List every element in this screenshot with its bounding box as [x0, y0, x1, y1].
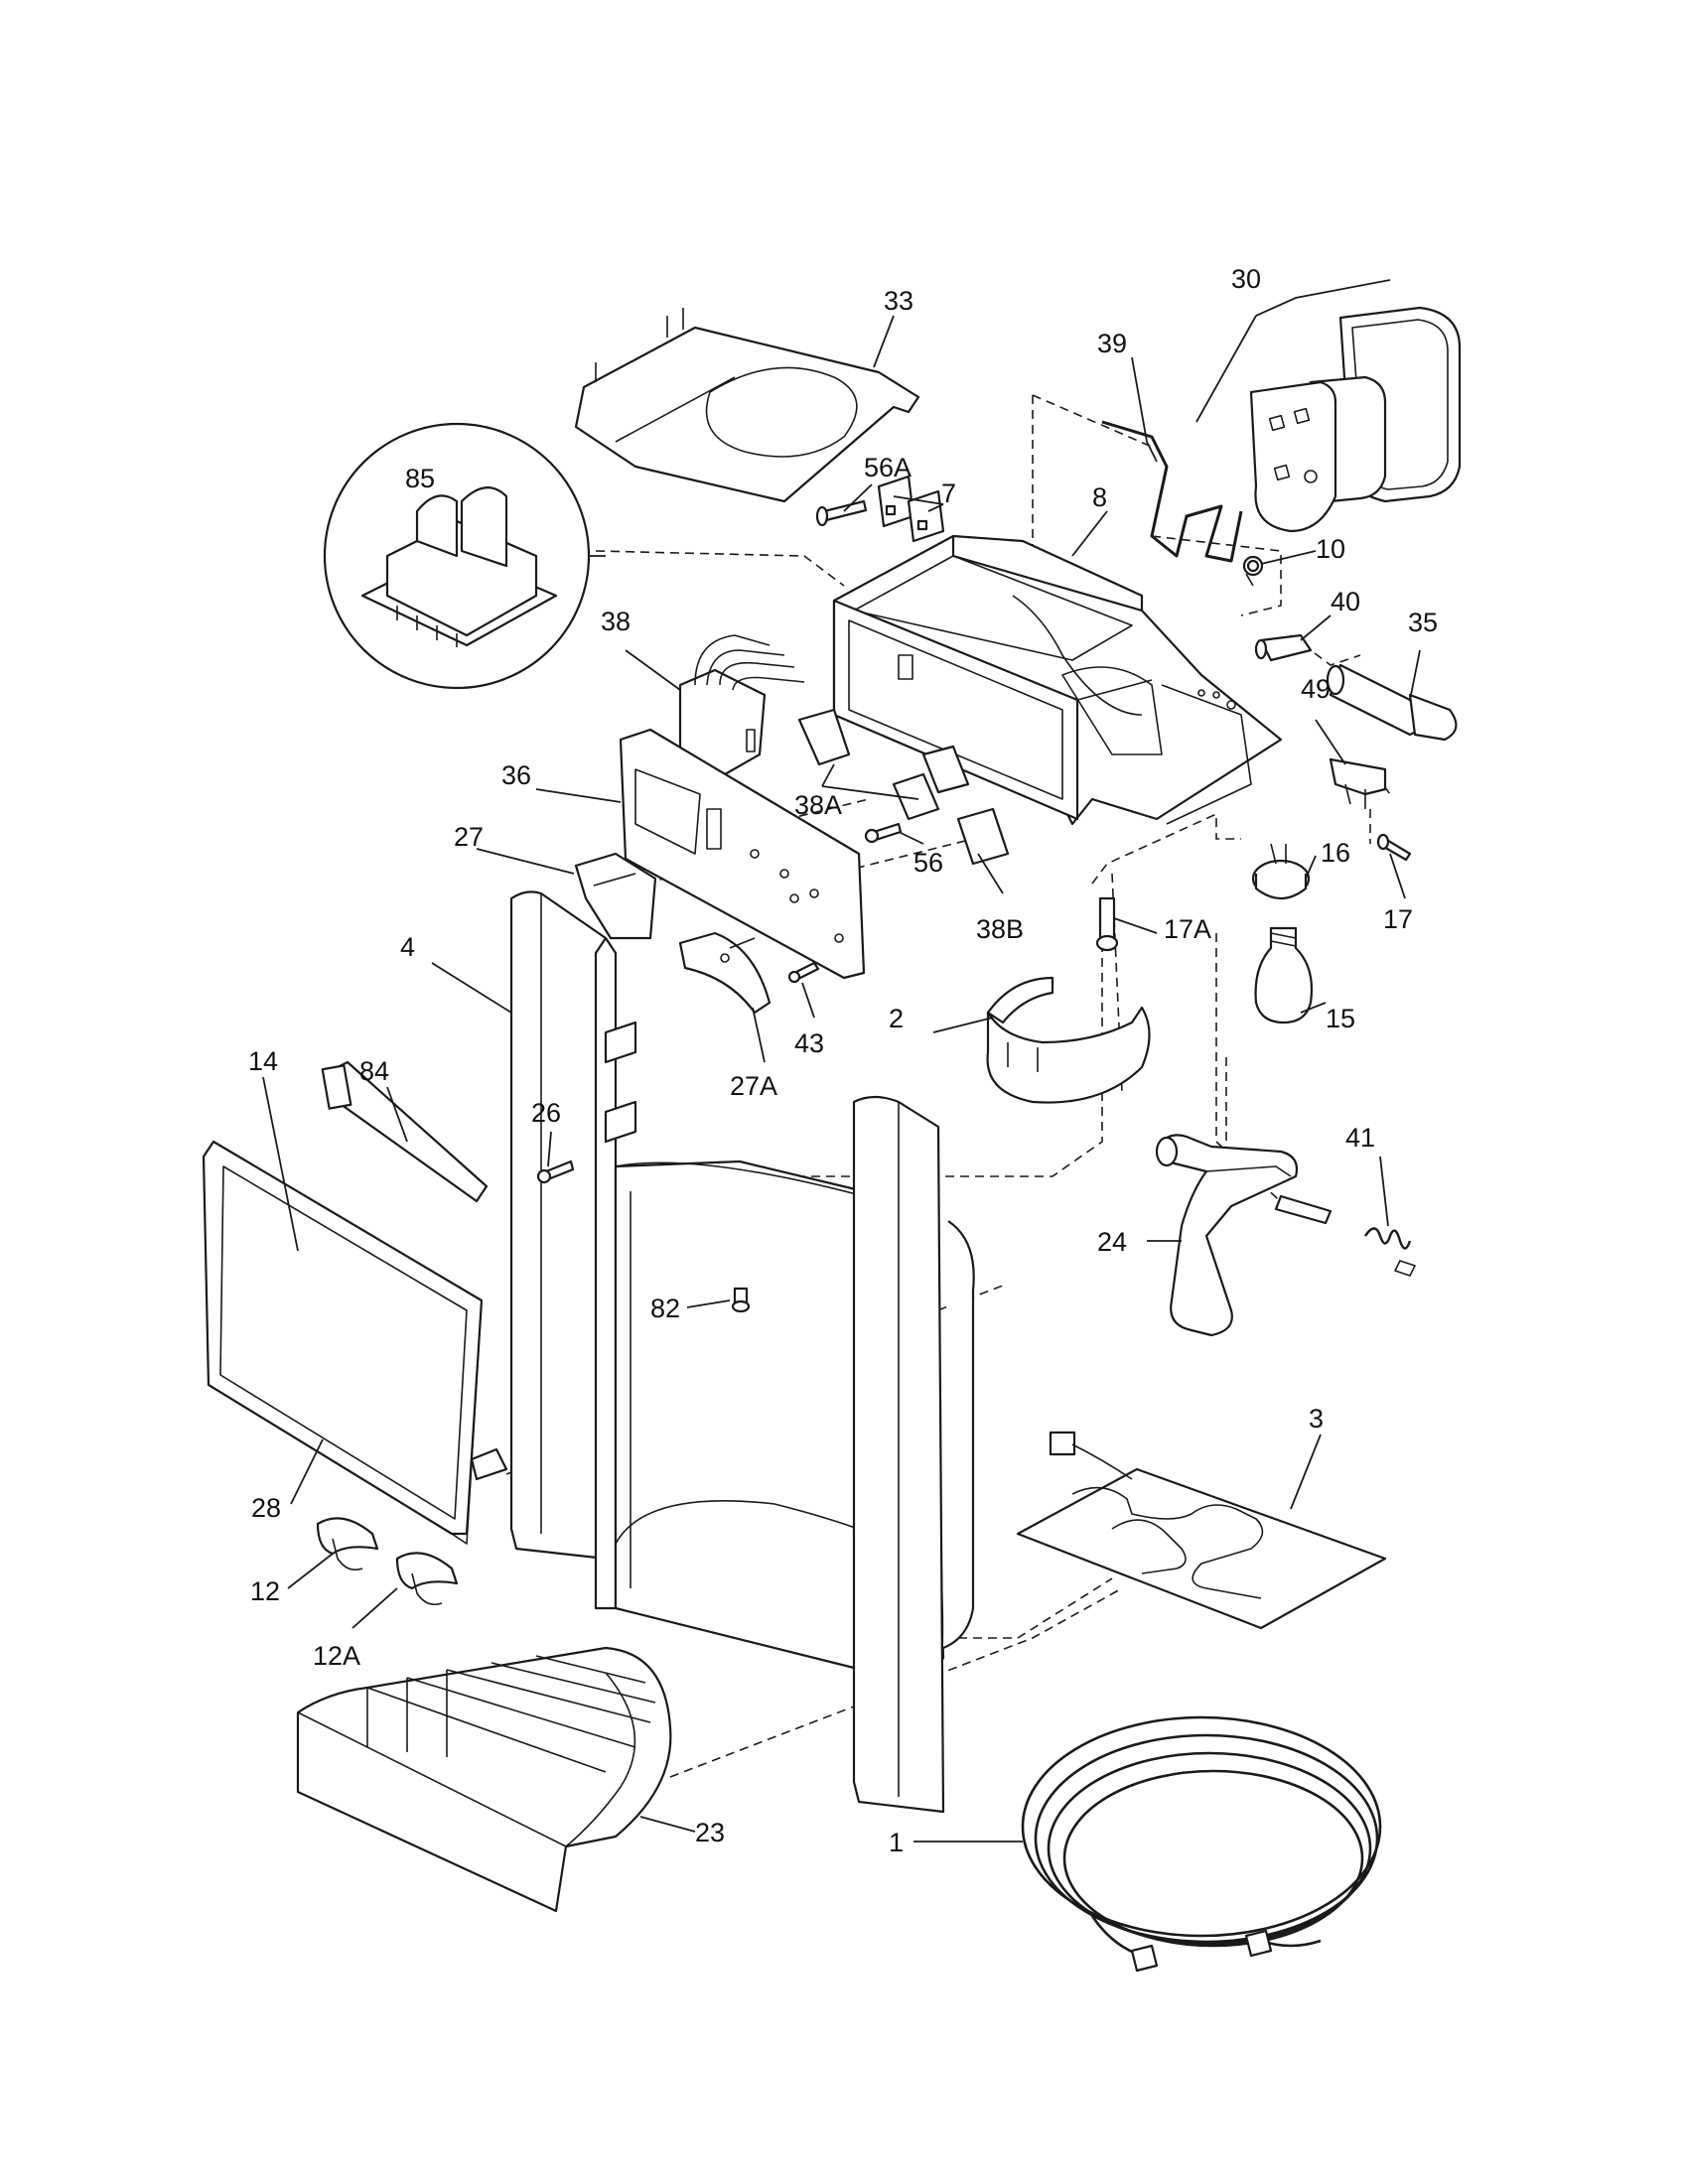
callout-36: 36 — [501, 760, 531, 790]
part-17-screw — [1376, 833, 1412, 862]
part-2-ring-housing — [986, 976, 1151, 1104]
callout-30: 30 — [1231, 264, 1261, 294]
part-38b-switch — [956, 807, 1010, 866]
part-41-spring — [1364, 1227, 1416, 1277]
callout-2: 2 — [889, 1004, 904, 1033]
part-23-grille-tray — [296, 1646, 672, 1913]
part-38-circuit-board — [678, 634, 805, 776]
part-82-screw — [731, 1287, 751, 1313]
part-3-heater-pad — [1016, 1431, 1387, 1630]
right-front-post — [852, 1095, 945, 1814]
callout-49: 49 — [1301, 674, 1331, 704]
callout-85: 85 — [405, 464, 435, 493]
callout-14: 14 — [248, 1046, 278, 1076]
part-26-screw — [536, 1160, 575, 1184]
part-16-lamp-socket — [1251, 843, 1311, 900]
callout-1: 1 — [889, 1828, 904, 1857]
part-30-flap-assembly — [1249, 306, 1462, 533]
callout-56: 56 — [913, 848, 943, 878]
part-17a-screw — [1095, 896, 1119, 952]
part-33-cover-plate — [574, 308, 920, 503]
callout-27: 27 — [454, 822, 484, 852]
callout-17: 17 — [1383, 904, 1413, 934]
callout-28: 28 — [251, 1493, 281, 1523]
callout-leader-lines — [262, 279, 1421, 1843]
part-38a-switches — [797, 708, 970, 821]
part-10-spring — [1242, 555, 1264, 587]
part-1-tubing-coil — [1021, 1715, 1382, 1973]
callout-23: 23 — [695, 1818, 725, 1847]
callout-41: 41 — [1345, 1123, 1375, 1153]
callout-35: 35 — [1408, 608, 1438, 637]
part-56-screw — [864, 822, 903, 844]
part-27a-lever — [678, 931, 772, 1015]
part-24-actuator-paddle — [1155, 1134, 1333, 1337]
callout-56a: 56A — [864, 453, 912, 482]
part-15-light-bulb — [1254, 926, 1314, 1024]
callout-17a: 17A — [1164, 914, 1211, 944]
part-39-wire-bracket — [1101, 420, 1243, 563]
callout-39: 39 — [1097, 329, 1127, 358]
part-12-clip — [316, 1517, 379, 1571]
callout-3: 3 — [1309, 1404, 1324, 1433]
callout-16: 16 — [1321, 838, 1350, 868]
callout-12: 12 — [250, 1576, 280, 1606]
part-27-bracket — [574, 852, 657, 940]
part-35-solenoid — [1326, 663, 1458, 742]
callout-labels: 33 30 39 85 56A 7 8 10 40 35 38 49 36 38… — [248, 264, 1438, 1857]
part-84-strap — [321, 1060, 489, 1203]
callout-24: 24 — [1097, 1227, 1127, 1257]
callout-33: 33 — [884, 286, 913, 316]
part-12a-clip — [395, 1552, 459, 1606]
part-14-28-display-panel — [202, 1140, 508, 1545]
part-36-control-panel — [619, 728, 866, 980]
callout-38a: 38A — [794, 790, 842, 820]
callout-27a: 27A — [730, 1071, 777, 1101]
callout-38b: 38B — [976, 914, 1024, 944]
callout-12a: 12A — [313, 1641, 360, 1671]
part-40-pin — [1254, 633, 1313, 662]
part-49-bracket — [1329, 757, 1387, 809]
part-85-transformer-detail — [323, 422, 606, 690]
callout-43: 43 — [794, 1028, 824, 1058]
callout-38: 38 — [601, 607, 631, 636]
part-56a-screw — [815, 499, 868, 527]
part-4-left-side-panel — [509, 890, 608, 1561]
callout-84: 84 — [359, 1056, 389, 1086]
callout-15: 15 — [1326, 1004, 1355, 1033]
callout-40: 40 — [1331, 587, 1360, 616]
part-43-screw — [787, 961, 820, 984]
callout-82: 82 — [650, 1294, 680, 1323]
callout-4: 4 — [400, 932, 415, 962]
callout-10: 10 — [1316, 534, 1345, 564]
callout-8: 8 — [1092, 482, 1107, 512]
callout-26: 26 — [531, 1098, 561, 1128]
callout-7: 7 — [941, 478, 956, 508]
